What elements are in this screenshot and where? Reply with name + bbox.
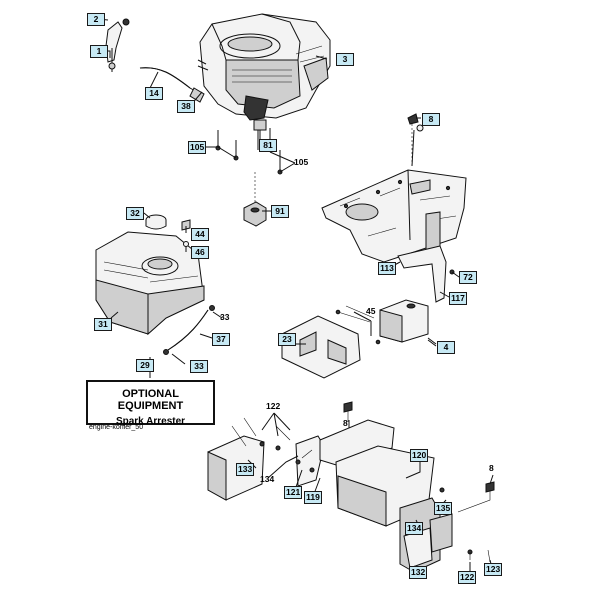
callout-135[interactable]: 135 xyxy=(434,502,453,515)
callout-134-right[interactable]: 134 xyxy=(405,522,424,535)
callout-37[interactable]: 37 xyxy=(212,333,230,346)
callout-123[interactable]: 123 xyxy=(484,563,503,576)
callout-134-left[interactable]: 134 xyxy=(260,474,275,484)
callout-120[interactable]: 120 xyxy=(410,449,429,462)
diagram-caption: engine-kohler_50 xyxy=(89,424,144,431)
callout-46[interactable]: 46 xyxy=(191,246,209,259)
callout-14[interactable]: 14 xyxy=(145,87,163,100)
callout-117[interactable]: 117 xyxy=(449,292,467,305)
callout-29[interactable]: 29 xyxy=(136,359,154,372)
callout-122-lower[interactable]: 122 xyxy=(458,571,477,584)
engine xyxy=(197,13,331,121)
callout-105-left[interactable]: 105 xyxy=(188,141,207,154)
optional-equipment-box: OPTIONAL EQUIPMENT Spark Arrester xyxy=(86,380,215,427)
callout-119[interactable]: 119 xyxy=(304,491,322,504)
engine-mount-brackets xyxy=(207,417,473,573)
callout-113[interactable]: 113 xyxy=(378,262,396,275)
callout-1[interactable]: 1 xyxy=(90,45,108,58)
callout-8-top[interactable]: 8 xyxy=(422,113,440,126)
callout-122-upper[interactable]: 122 xyxy=(266,401,281,411)
callout-44[interactable]: 44 xyxy=(191,228,209,241)
callout-2[interactable]: 2 xyxy=(87,13,105,26)
fuel-tank xyxy=(95,231,205,336)
callout-38[interactable]: 38 xyxy=(177,100,195,113)
callout-91[interactable]: 91 xyxy=(271,205,289,218)
spark-arrester-label: Spark Arrester xyxy=(115,416,186,427)
callout-132[interactable]: 132 xyxy=(409,566,428,579)
callout-81[interactable]: 81 xyxy=(259,139,277,152)
tractor-frame xyxy=(321,129,467,263)
callout-31[interactable]: 31 xyxy=(94,318,112,331)
callout-8-right[interactable]: 8 xyxy=(489,463,494,473)
callout-4[interactable]: 4 xyxy=(437,341,455,354)
muffler xyxy=(379,299,437,345)
callout-45[interactable]: 45 xyxy=(366,306,376,316)
callout-105-right[interactable]: 105 xyxy=(294,157,309,167)
throttle-control-bracket xyxy=(105,18,130,72)
callout-72[interactable]: 72 xyxy=(459,271,477,284)
callout-121[interactable]: 121 xyxy=(284,486,303,499)
callout-33-lower[interactable]: 33 xyxy=(190,360,208,373)
callout-23[interactable]: 23 xyxy=(278,333,296,346)
callout-3[interactable]: 3 xyxy=(336,53,354,66)
heat-shield xyxy=(281,305,381,379)
callout-8-middle[interactable]: 8 xyxy=(343,418,348,428)
optional-equipment-title: OPTIONAL EQUIPMENT xyxy=(117,388,184,412)
callout-32[interactable]: 32 xyxy=(126,207,144,220)
callout-33-upper[interactable]: 33 xyxy=(220,312,230,322)
callout-133[interactable]: 133 xyxy=(236,463,255,476)
